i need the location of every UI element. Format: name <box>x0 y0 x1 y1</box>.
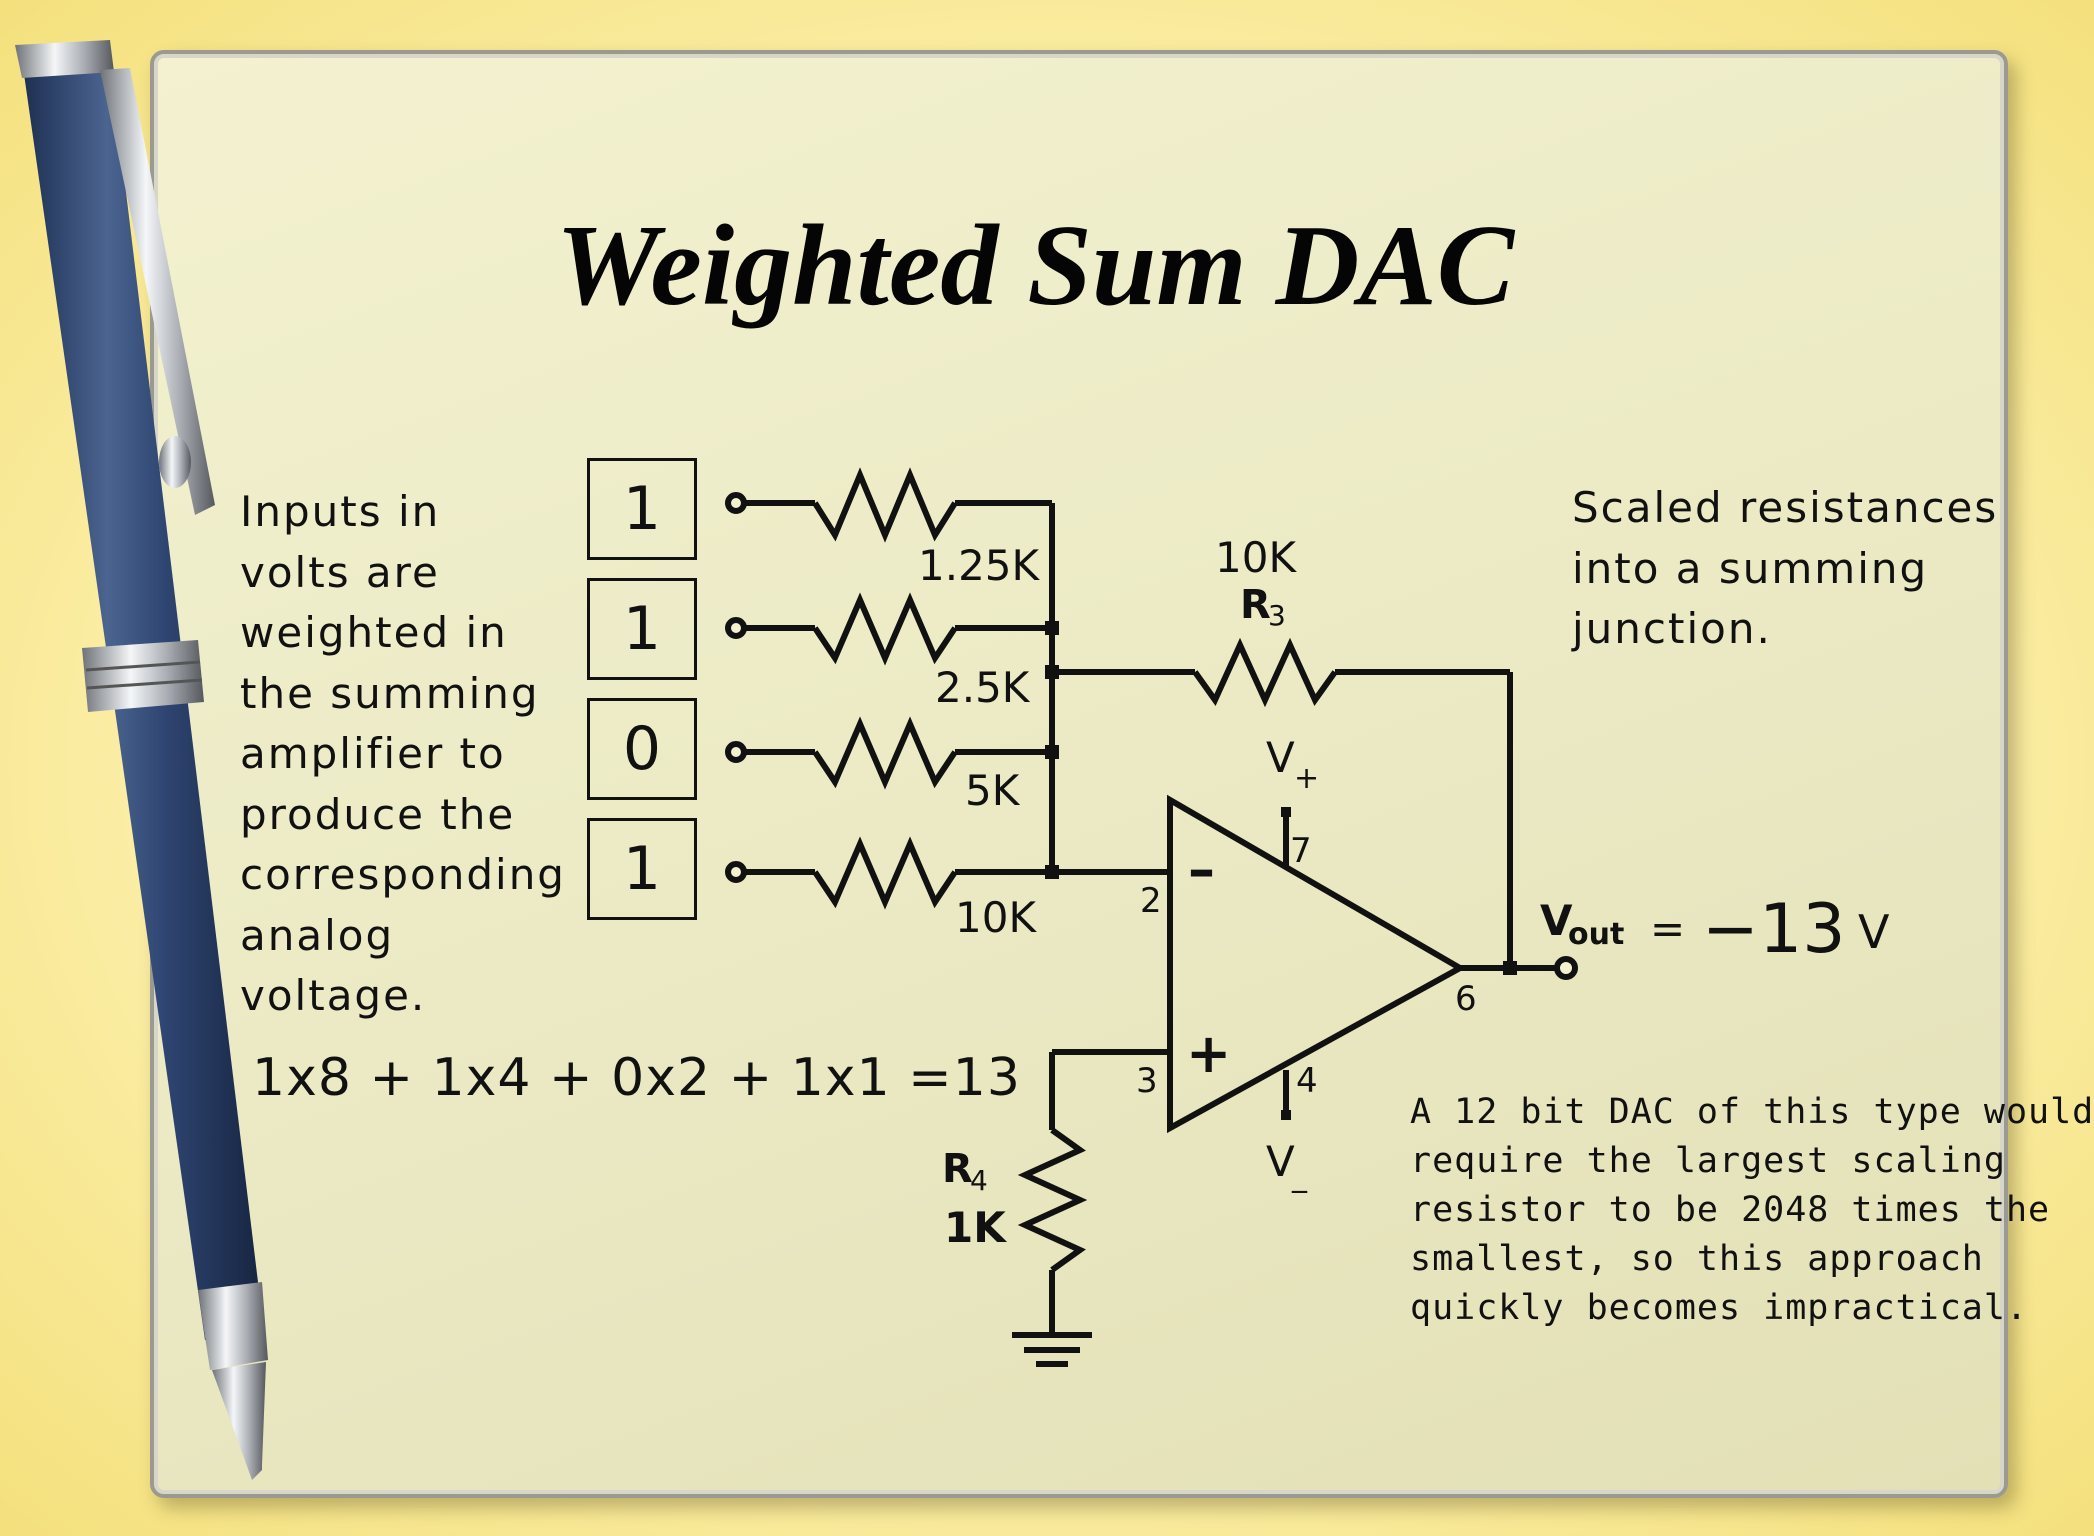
right-text-line: Scaled resistances <box>1572 483 1999 532</box>
input-row-1 <box>744 467 1052 543</box>
input-terminal-4 <box>725 861 747 883</box>
pin-6-label: 6 <box>1455 979 1477 1019</box>
circuit-diagram: 1.25K 2.5K 5K 10K 10K R 3 R 4 1K 2 3 6 7… <box>725 467 1890 1367</box>
vplus-subscript: + <box>1294 761 1319 796</box>
vminus-label: V <box>1266 1137 1295 1186</box>
junction-dot <box>1045 621 1059 635</box>
resistor-5k <box>812 716 958 790</box>
vout-value: −13 <box>1702 890 1846 969</box>
left-text-line: the summing <box>240 668 540 718</box>
vminus-subscript: _ <box>1291 1159 1308 1194</box>
r4-value: 1K <box>944 1203 1007 1252</box>
bit-box-lsb: 1 <box>587 818 697 920</box>
vout-equals: = <box>1650 904 1685 953</box>
right-text-line: into a summing <box>1572 543 1929 593</box>
input-terminal-1 <box>725 492 747 514</box>
resistor-10k <box>812 836 958 910</box>
resistor-label-2: 2.5K <box>935 663 1031 712</box>
vplus-label: V <box>1266 733 1295 782</box>
feedback-name: R <box>1240 582 1271 628</box>
noninverting-sign: + <box>1186 1022 1231 1085</box>
slide-title: Weighted Sum DAC <box>555 202 1515 330</box>
ground-resistor <box>1017 1127 1088 1273</box>
resistor-1-25k <box>812 467 958 543</box>
vout-unit: V <box>1858 905 1890 959</box>
vout-label: V <box>1540 896 1573 945</box>
left-text-line: voltage. <box>240 971 427 1020</box>
output-terminal <box>1554 956 1578 980</box>
weighted-sum-equation: 1x8 + 1x4 + 0x2 + 1x1 =13 <box>252 1048 1021 1108</box>
left-text-line: weighted in <box>240 608 508 657</box>
pin-dot <box>1281 807 1291 817</box>
left-text-line: produce the <box>240 789 516 839</box>
junction-dot <box>1503 961 1517 975</box>
note-line: smallest, so this approach <box>1410 1239 1984 1279</box>
junction-dot <box>1045 865 1059 879</box>
pen-tip-ring <box>198 1282 268 1480</box>
left-text-line: corresponding <box>240 850 566 899</box>
note-line: A 12 bit DAC of this type would <box>1410 1092 2094 1132</box>
bit-box-2: 1 <box>587 578 697 680</box>
r4-subscript: 4 <box>970 1164 988 1197</box>
dac-note: A 12 bit DAC of this type would require … <box>1410 1088 2094 1333</box>
input-row-3 <box>744 716 1052 790</box>
note-line: resistor to be 2048 times the <box>1410 1190 2051 1230</box>
pen-decoration <box>15 40 268 1480</box>
pin-2-label: 2 <box>1140 881 1162 921</box>
right-text-line: junction. <box>1572 604 1772 653</box>
slide-card <box>150 50 2008 1498</box>
noninverting-path <box>1012 1049 1170 1367</box>
feedback-value: 10K <box>1215 533 1297 582</box>
right-description: Scaled resistances into a summing juncti… <box>1572 478 1998 660</box>
input-terminal-2 <box>725 617 747 639</box>
vout-subscript: out <box>1568 917 1624 952</box>
junction-dot <box>1045 665 1059 679</box>
input-row-4 <box>744 836 1170 910</box>
note-line: quickly becomes impractical. <box>1410 1288 2029 1328</box>
pen-cap-top <box>15 40 114 78</box>
pin-3-label: 3 <box>1136 1061 1158 1101</box>
inverting-sign: – <box>1188 838 1215 901</box>
pen-band <box>82 640 204 712</box>
r4-name: R <box>942 1146 973 1192</box>
resistor-2-5k <box>812 592 958 666</box>
feedback-subscript: 3 <box>1268 599 1286 632</box>
pin-7-label: 7 <box>1290 831 1312 871</box>
left-text-line: volts are <box>240 547 440 597</box>
resistor-label-4: 10K <box>955 893 1037 942</box>
junction-dot <box>1045 745 1059 759</box>
opamp-triangle <box>1167 794 1467 1134</box>
feedback-resistor <box>1192 637 1338 708</box>
bit-box-msb: 1 <box>587 458 697 560</box>
pin-4-label: 4 <box>1296 1061 1318 1101</box>
left-text-line: Inputs in <box>240 487 441 536</box>
input-terminal-3 <box>725 741 747 763</box>
left-text-line: amplifier to <box>240 729 506 778</box>
resistor-label-1: 1.25K <box>918 541 1041 590</box>
resistor-label-3: 5K <box>965 766 1021 815</box>
pin-dot <box>1281 1110 1291 1120</box>
pen-clip <box>100 68 215 515</box>
left-text-line: analog <box>240 910 395 960</box>
bit-box-3: 0 <box>587 698 697 800</box>
left-description: Inputs in volts are weighted in the summ… <box>240 482 566 1027</box>
input-row-2 <box>744 592 1052 666</box>
feedback-path <box>1052 637 1513 968</box>
note-line: require the largest scaling <box>1410 1141 2006 1181</box>
